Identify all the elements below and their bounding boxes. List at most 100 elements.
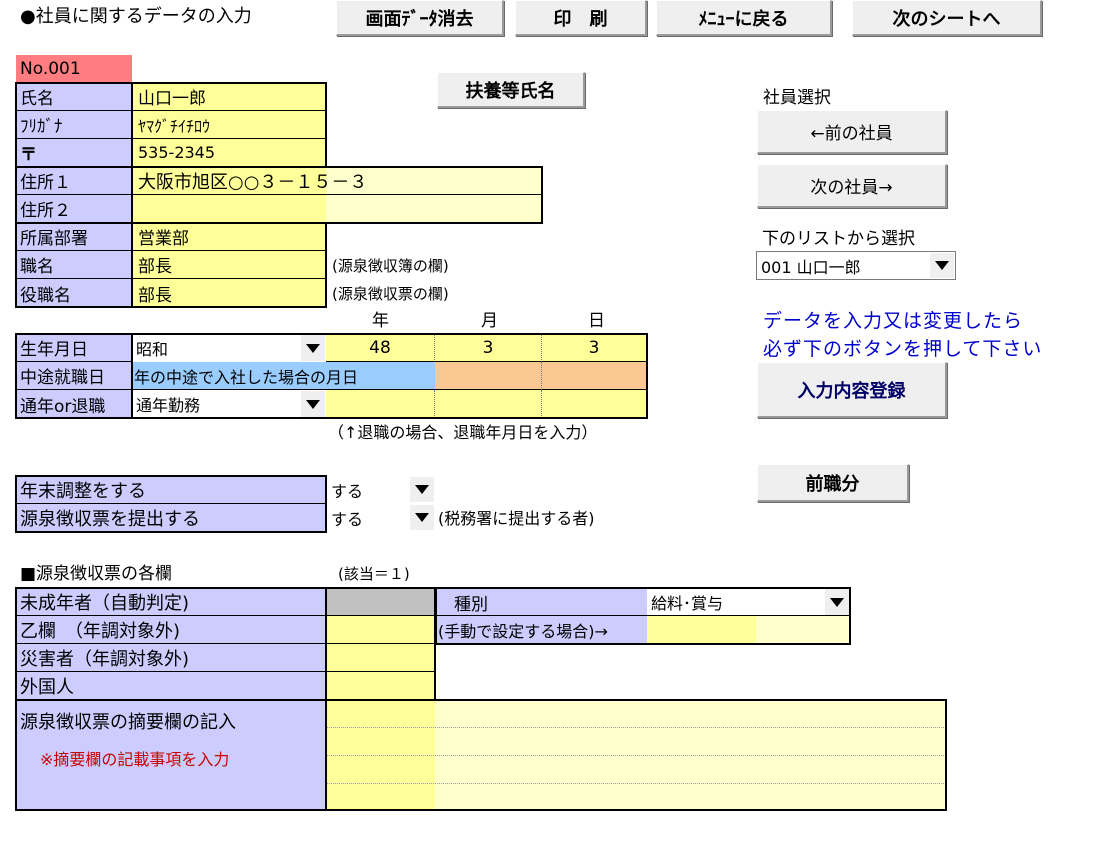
chevron-down-icon[interactable] — [825, 589, 849, 615]
position-field[interactable]: 部長 — [132, 251, 326, 279]
era-dropdown[interactable]: 昭和 — [132, 334, 326, 362]
employee-dropdown[interactable]: 001 山口一郎 — [756, 251, 956, 280]
submit-slip-label: 源泉徴収票を提出する — [16, 504, 326, 532]
retire-label: 通年or退職 — [16, 390, 132, 418]
era-dropdown-value: 昭和 — [136, 340, 169, 359]
foreigner-label: 外国人 — [16, 672, 326, 700]
clear-screen-button[interactable]: 画面ﾃﾞｰﾀ消去 — [336, 0, 504, 36]
prev-employee-button[interactable]: ←前の社員 — [757, 110, 947, 154]
type-dropdown[interactable]: 給料･賞与 — [647, 588, 850, 616]
dates-border — [15, 333, 648, 419]
dependents-button[interactable]: 扶養等氏名 — [437, 72, 585, 108]
retire-dropdown-value: 通年勤務 — [136, 396, 201, 415]
retire-dropdown[interactable]: 通年勤務 — [132, 390, 326, 418]
manual-type-field[interactable] — [647, 616, 850, 644]
year-end-dropdown-value: する — [331, 481, 364, 501]
register-button[interactable]: 入力内容登録 — [757, 362, 947, 418]
postal-label: 〒 — [16, 139, 132, 167]
kana-label: ﾌﾘｶﾞﾅ — [16, 111, 132, 139]
employee-number: No.001 — [16, 55, 132, 83]
year-end-dropdown[interactable]: する — [327, 476, 435, 503]
midyear-month-field[interactable] — [435, 362, 542, 390]
address-border — [15, 166, 543, 224]
chevron-down-icon[interactable] — [410, 505, 434, 530]
otsu-field[interactable] — [326, 616, 435, 644]
summary-textarea[interactable] — [326, 700, 946, 810]
disaster-label: 災害者（年調対象外) — [16, 644, 326, 672]
midyear-day-field[interactable] — [542, 362, 646, 390]
register-note-line2: 必ず下のボタンを押して下さい — [763, 338, 1043, 360]
slip-label-divider — [325, 588, 327, 700]
type-border — [435, 587, 851, 645]
minor-label: 未成年者（自動判定) — [16, 588, 326, 616]
page-title: ●社員に関するデータの入力 — [20, 6, 252, 27]
postal-field[interactable]: 535-2345 — [132, 139, 326, 167]
birth-day-field[interactable]: 3 — [542, 334, 646, 362]
back-to-menu-button[interactable]: ﾒﾆｭｰに戻る — [656, 0, 832, 36]
employee-dropdown-value: 001 山口一郎 — [761, 257, 861, 277]
title-field[interactable]: 部長 — [132, 279, 326, 307]
address2-field[interactable] — [132, 195, 542, 223]
retire-note: （↑退職の場合、退職年月日を入力） — [328, 423, 598, 442]
summary-note: ※摘要欄の記載事項を入力 — [40, 750, 230, 769]
type-dropdown-value: 給料･賞与 — [651, 594, 724, 613]
submit-slip-note: (税務署に提出する者) — [438, 509, 595, 528]
midyear-field[interactable]: 年の中途で入社した場合の月日 — [132, 362, 435, 390]
summary-label: 源泉徴収票の摘要欄の記入 — [20, 712, 236, 733]
chevron-down-icon[interactable] — [930, 253, 954, 278]
minor-field — [326, 588, 435, 616]
chevron-down-icon[interactable] — [301, 335, 325, 361]
summary-line — [326, 728, 946, 756]
type-row-divider — [435, 615, 851, 616]
submit-slip-dropdown-value: する — [331, 509, 364, 529]
kana-field[interactable]: ﾔﾏｸﾞﾁｲﾁﾛｳ — [132, 111, 326, 139]
day-header: 日 — [588, 311, 605, 331]
address1-field[interactable]: 大阪市旭区○○３－１５－３ — [132, 167, 542, 195]
birth-month-field[interactable]: 3 — [435, 334, 542, 362]
dates-label-divider — [131, 334, 133, 418]
title-note: (源泉徴収票の欄) — [332, 285, 449, 303]
register-note-line1: データを入力又は変更したら — [763, 310, 1024, 332]
chevron-down-icon[interactable] — [301, 391, 325, 417]
midyear-label: 中途就職日 — [16, 362, 132, 390]
disaster-field[interactable] — [326, 644, 435, 672]
type-label: 種別 — [436, 588, 647, 616]
adjust-border — [15, 475, 327, 533]
year-header: 年 — [372, 311, 389, 331]
name-field[interactable]: 山口一郎 — [132, 83, 326, 111]
summary-label-cell: 源泉徴収票の摘要欄の記入 ※摘要欄の記載事項を入力 — [16, 700, 326, 810]
position-label: 職名 — [16, 251, 132, 279]
address1-label: 住所１ — [16, 167, 132, 195]
year-end-label: 年末調整をする — [16, 476, 326, 504]
print-button[interactable]: 印 刷 — [515, 0, 647, 36]
birth-year-field[interactable]: 48 — [326, 334, 435, 362]
next-employee-button[interactable]: 次の社員→ — [757, 164, 947, 208]
title-label: 役職名 — [16, 279, 132, 307]
retire-year-field[interactable] — [326, 390, 435, 418]
label-divider — [131, 83, 133, 307]
previous-job-button[interactable]: 前職分 — [757, 464, 909, 502]
retire-day-field[interactable] — [542, 390, 646, 418]
department-label: 所属部署 — [16, 223, 132, 251]
slip-flags-border — [15, 587, 436, 701]
applicable-note: (該当＝１) — [338, 565, 410, 583]
department-field[interactable]: 営業部 — [132, 223, 326, 251]
name-label: 氏名 — [16, 83, 132, 111]
summary-line — [326, 700, 946, 728]
summary-line — [326, 756, 946, 784]
summary-divider — [325, 700, 327, 810]
summary-border — [15, 699, 947, 811]
next-sheet-button[interactable]: 次のシートへ — [852, 0, 1042, 36]
position-note: (源泉徴収簿の欄) — [332, 257, 449, 275]
list-select-label: 下のリストから選択 — [762, 229, 915, 249]
birth-label: 生年月日 — [16, 334, 132, 362]
month-header: 月 — [481, 311, 498, 331]
chevron-down-icon[interactable] — [410, 477, 434, 502]
retire-month-field[interactable] — [435, 390, 542, 418]
foreigner-field[interactable] — [326, 672, 435, 700]
department-border — [15, 222, 327, 308]
manual-note: (手動で設定する場合)→ — [436, 616, 647, 644]
employee-select-label: 社員選択 — [763, 88, 831, 108]
otsu-label: 乙欄 （年調対象外) — [16, 616, 326, 644]
submit-slip-dropdown[interactable]: する — [327, 504, 435, 531]
